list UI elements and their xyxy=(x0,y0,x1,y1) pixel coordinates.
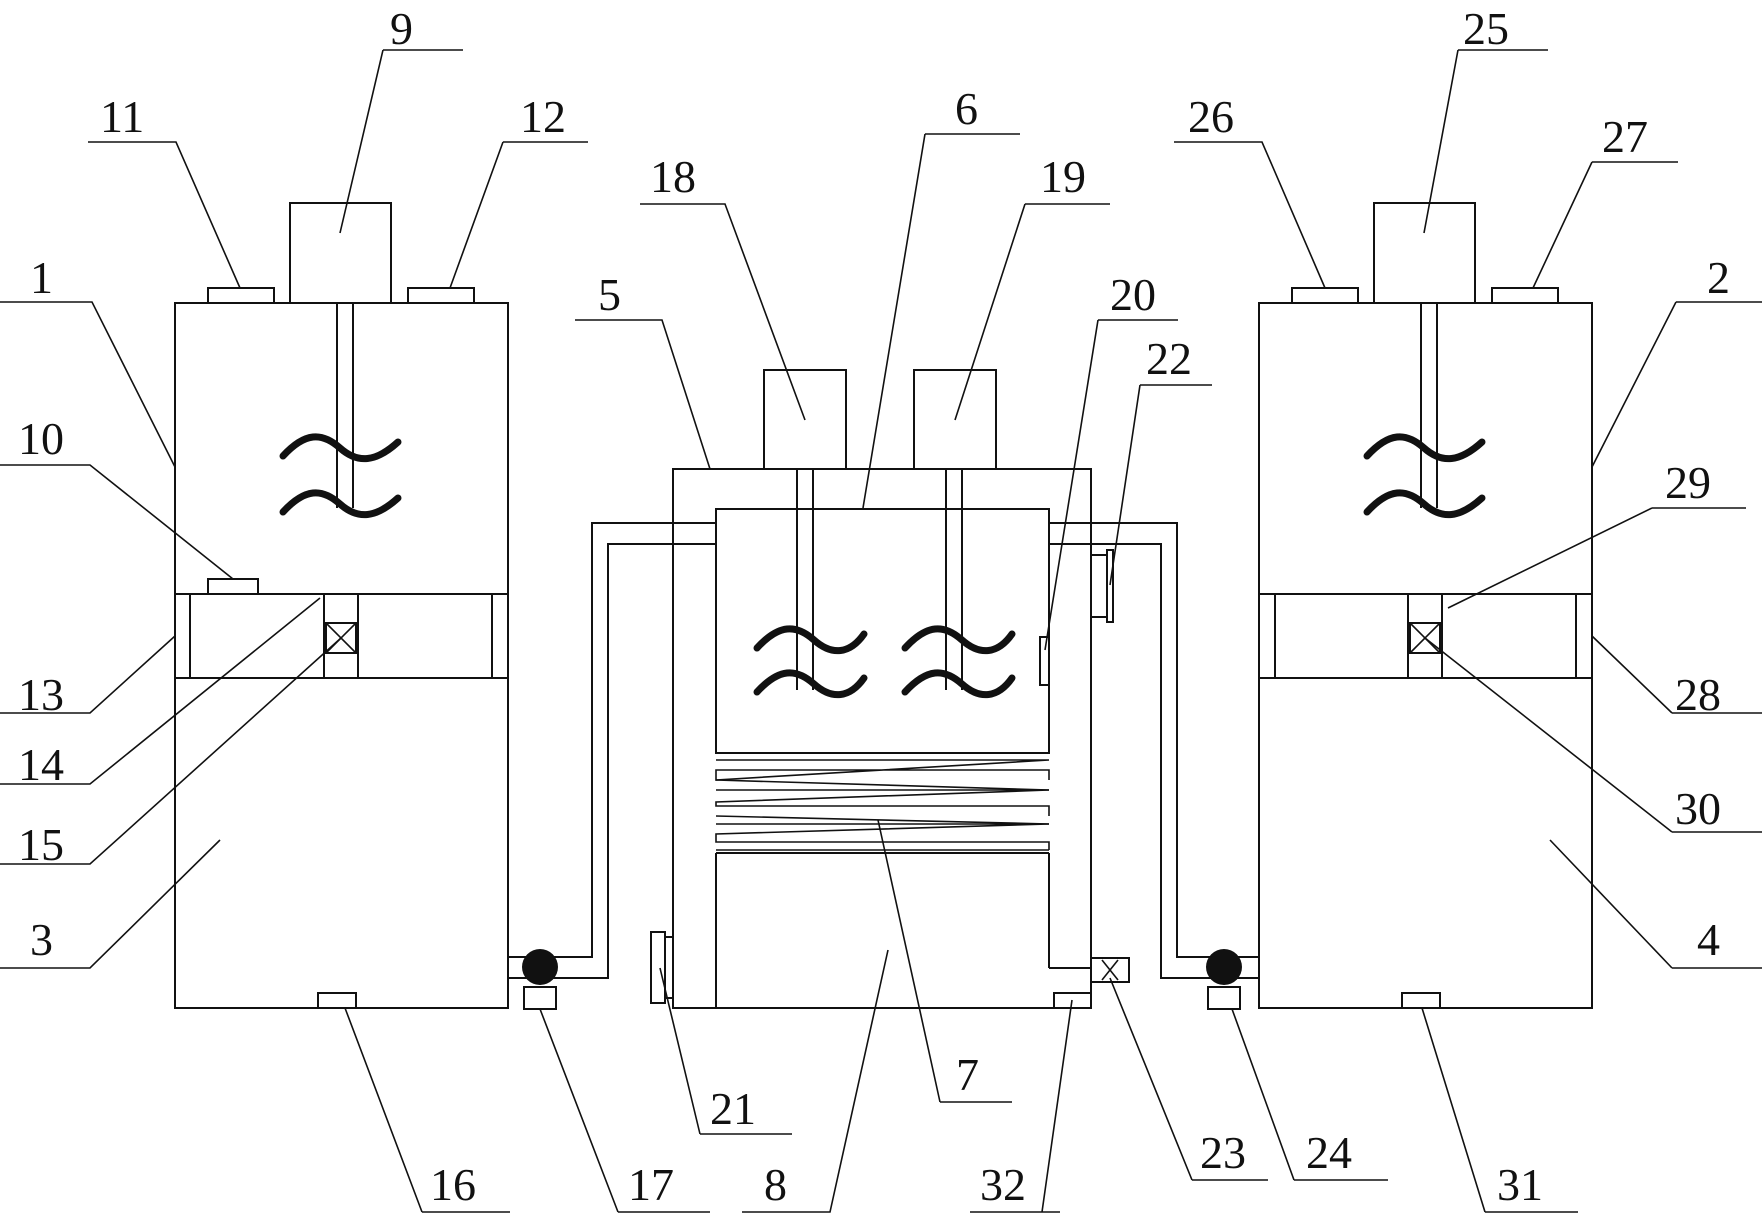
label-19: 19 xyxy=(1040,151,1086,202)
left-top-port-right xyxy=(407,287,475,304)
left-tank-body xyxy=(174,302,509,1009)
right-pump-base xyxy=(1207,986,1241,1010)
label-2: 2 xyxy=(1707,252,1730,303)
label-11: 11 xyxy=(100,91,144,142)
label-21: 21 xyxy=(710,1083,756,1134)
label-32: 32 xyxy=(980,1159,1026,1210)
right-tank-body xyxy=(1258,302,1593,1009)
label-7: 7 xyxy=(956,1049,979,1100)
left-agitator-blade-top xyxy=(279,433,402,463)
center-reactor xyxy=(650,369,1130,1009)
level-gauge-right-cap xyxy=(1106,549,1114,623)
label-31: 31 xyxy=(1497,1159,1543,1210)
label-6: 6 xyxy=(955,83,978,134)
label-4: 4 xyxy=(1697,914,1720,965)
label-30: 30 xyxy=(1675,783,1721,834)
left-drain xyxy=(317,992,357,1009)
level-gauge-left xyxy=(664,936,674,999)
center-right-agitator-bottom xyxy=(901,669,1016,699)
center-left-agitator-top xyxy=(753,625,868,655)
right-agitator-blade-top xyxy=(1363,433,1486,463)
label-25: 25 xyxy=(1463,3,1509,54)
label-13: 13 xyxy=(18,669,64,720)
right-drain xyxy=(1401,992,1441,1009)
level-gauge-right xyxy=(1090,554,1108,618)
left-top-port-left xyxy=(207,287,275,304)
label-26: 26 xyxy=(1188,91,1234,142)
left-sensor xyxy=(207,578,259,595)
label-24: 24 xyxy=(1306,1127,1352,1178)
label-14: 14 xyxy=(18,739,64,790)
center-motor-left xyxy=(763,369,847,470)
label-22: 22 xyxy=(1146,333,1192,384)
label-10: 10 xyxy=(18,413,64,464)
right-motor xyxy=(1373,202,1476,304)
center-right-agitator-top xyxy=(901,625,1016,655)
callout-labels: 9 11 12 1 10 6 18 19 5 20 22 26 25 27 2 … xyxy=(18,3,1730,1210)
level-gauge-left-cap xyxy=(650,931,666,1004)
label-8: 8 xyxy=(764,1159,787,1210)
label-23: 23 xyxy=(1200,1127,1246,1178)
left-pump xyxy=(522,949,558,985)
heating-coil xyxy=(715,752,1050,851)
label-15: 15 xyxy=(18,819,64,870)
left-motor xyxy=(289,202,392,304)
label-9: 9 xyxy=(390,3,413,54)
label-1: 1 xyxy=(30,252,53,303)
inner-vessel xyxy=(715,508,1050,754)
label-3: 3 xyxy=(30,914,53,965)
label-17: 17 xyxy=(628,1159,674,1210)
label-28: 28 xyxy=(1675,669,1721,720)
right-pump xyxy=(1206,949,1242,985)
label-20: 20 xyxy=(1110,269,1156,320)
label-29: 29 xyxy=(1665,457,1711,508)
label-5: 5 xyxy=(598,269,621,320)
right-agitator-blade-bottom xyxy=(1363,489,1486,519)
label-27: 27 xyxy=(1602,111,1648,162)
left-pump-base xyxy=(523,986,557,1010)
center-left-agitator-bottom xyxy=(753,669,868,699)
label-18: 18 xyxy=(650,151,696,202)
label-16: 16 xyxy=(430,1159,476,1210)
left-agitator-blade-bottom xyxy=(279,489,402,519)
center-sensor xyxy=(1039,636,1050,686)
label-12: 12 xyxy=(520,91,566,142)
right-top-port-right xyxy=(1491,287,1559,304)
left-tank xyxy=(174,202,509,1009)
right-tank xyxy=(1258,202,1593,1009)
right-top-port-left xyxy=(1291,287,1359,304)
leader-lines xyxy=(0,49,1762,1213)
